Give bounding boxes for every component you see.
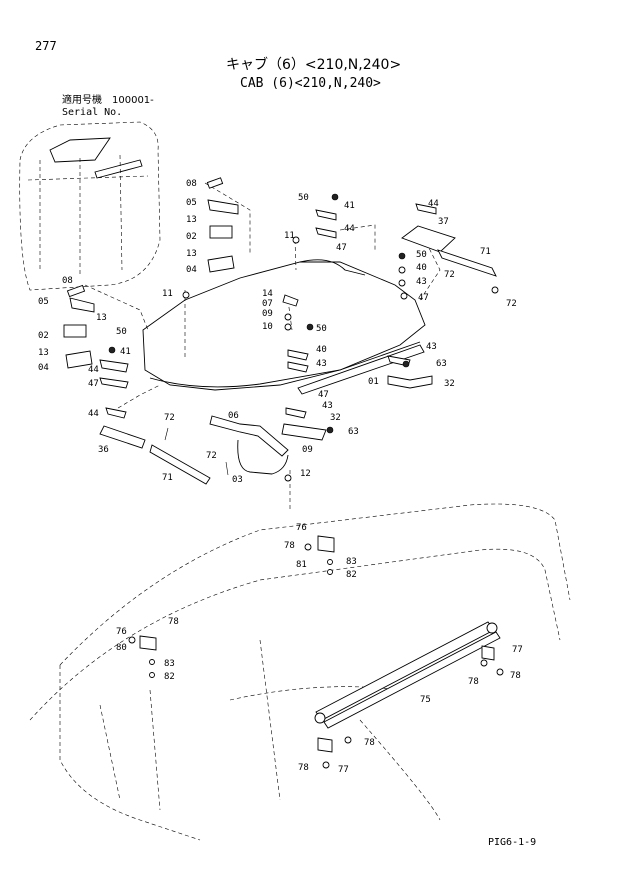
callout: 40 xyxy=(316,345,327,355)
leader-lines xyxy=(84,182,441,510)
callout: 41 xyxy=(344,201,355,211)
callout: 75 xyxy=(420,695,431,705)
callout: 44 xyxy=(88,365,99,375)
callout: 78 xyxy=(298,763,309,773)
callout: 50 xyxy=(116,327,127,337)
page-number: 277 xyxy=(35,39,57,53)
callout: 72 xyxy=(444,270,455,280)
callout: 02 xyxy=(186,232,197,242)
callout: 05 xyxy=(186,198,197,208)
callout: 40 xyxy=(416,263,427,273)
callout: 13 xyxy=(186,249,197,259)
callout: 37 xyxy=(438,217,449,227)
callout: 04 xyxy=(186,265,197,275)
callout: 44 xyxy=(88,409,99,419)
lower-hardware-parts xyxy=(128,535,504,769)
callout: 12 xyxy=(300,469,311,479)
callout: 13 xyxy=(96,313,107,323)
callout: 78 xyxy=(468,677,479,687)
callout-labels: 08 05 13 02 13 04 50 41 44 47 11 44 37 7… xyxy=(38,179,523,775)
callout: 83 xyxy=(164,659,175,669)
callout: 03 xyxy=(232,475,243,485)
callout: 44 xyxy=(428,199,439,209)
callout: 06 xyxy=(228,411,239,421)
callout: 82 xyxy=(164,672,175,682)
callout: 77 xyxy=(338,765,349,775)
page-title-en: CAB (6)<210,N,240> xyxy=(240,76,381,91)
callout: 10 xyxy=(262,322,273,332)
callout: 82 xyxy=(346,570,357,580)
callout: 50 xyxy=(416,250,427,260)
callout: 11 xyxy=(162,289,173,299)
callout: 44 xyxy=(344,224,355,234)
cab-outline-lower xyxy=(29,503,571,841)
callout: 08 xyxy=(62,276,73,286)
callout: 72 xyxy=(164,413,175,423)
callout: 47 xyxy=(318,390,329,400)
callout: 76 xyxy=(296,523,307,533)
callout: 32 xyxy=(444,379,455,389)
callout: 09 xyxy=(262,309,273,319)
callout: 43 xyxy=(316,359,327,369)
callout: 08 xyxy=(186,179,197,189)
callout: 36 xyxy=(98,445,109,455)
callout: 47 xyxy=(418,293,429,303)
callout: 01 xyxy=(368,377,379,387)
callout: 63 xyxy=(348,427,359,437)
callout: 47 xyxy=(88,379,99,389)
callout: 13 xyxy=(38,348,49,358)
callout: 04 xyxy=(38,363,49,373)
callout: 78 xyxy=(168,617,179,627)
hardware-parts xyxy=(63,177,499,485)
callout: 02 xyxy=(38,331,49,341)
serial-label-jp: 適用号機 100001- xyxy=(62,95,154,106)
callout: 78 xyxy=(364,738,375,748)
callout: 78 xyxy=(510,671,521,681)
callout: 32 xyxy=(330,413,341,423)
serial-label-en: Serial No. xyxy=(62,107,123,118)
callout: 83 xyxy=(346,557,357,567)
page-title-jp: キャブ（6）<210,N,240> xyxy=(226,57,402,73)
callout: 05 xyxy=(38,297,49,307)
callout: 14 xyxy=(262,289,273,299)
callout: 07 xyxy=(262,299,273,309)
callout: 43 xyxy=(416,277,427,287)
callout: 43 xyxy=(322,401,333,411)
callout: 50 xyxy=(316,324,327,334)
callout: 71 xyxy=(162,473,173,483)
callout: 47 xyxy=(336,243,347,253)
callout: 81 xyxy=(296,560,307,570)
callout: 72 xyxy=(506,299,517,309)
callout: 76 xyxy=(116,627,127,637)
callout: 43 xyxy=(426,342,437,352)
callout: 50 xyxy=(298,193,309,203)
callout: 11 xyxy=(284,231,295,241)
roof-panel xyxy=(142,259,426,395)
figure-code: PIG6-1-9 xyxy=(488,837,537,848)
callout: 71 xyxy=(480,247,491,257)
cab-outline-thumbnail xyxy=(19,121,161,291)
callout: 78 xyxy=(284,541,295,551)
callout: 41 xyxy=(120,347,131,357)
callout: 72 xyxy=(206,451,217,461)
callout: 77 xyxy=(512,645,523,655)
callout: 09 xyxy=(302,445,313,455)
callout: 63 xyxy=(436,359,447,369)
callout: 80 xyxy=(116,643,127,653)
callout: 13 xyxy=(186,215,197,225)
